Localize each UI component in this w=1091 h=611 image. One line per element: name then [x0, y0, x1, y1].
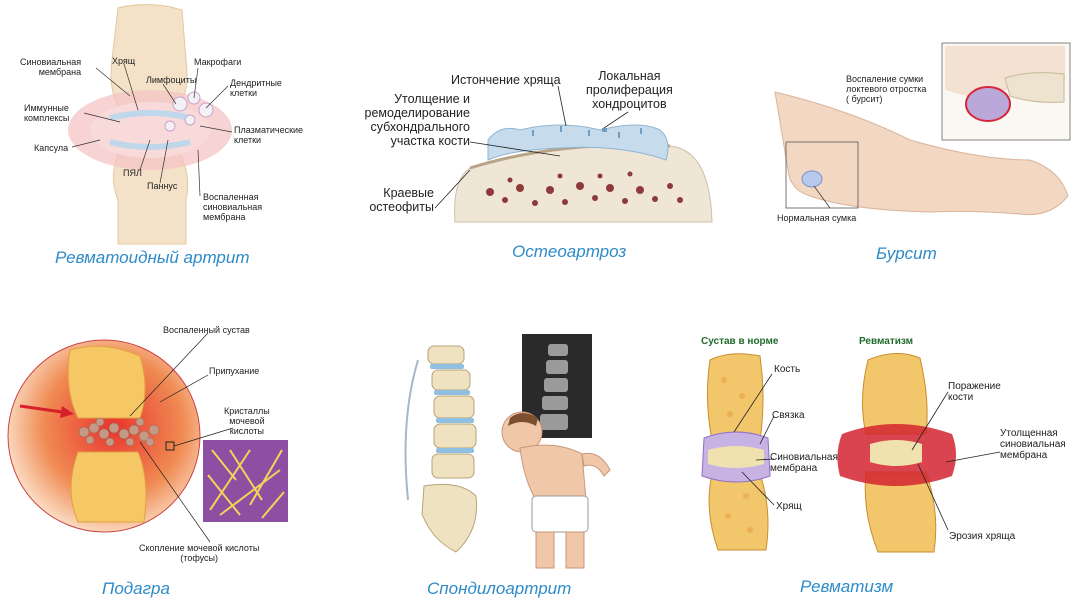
- rheumatoid-arthritis-illustration: [68, 3, 233, 245]
- bursitis-label-normal-bursa: Нормальная сумка: [777, 213, 857, 223]
- caption-osteoarthrosis: Остеоартроз: [512, 242, 627, 261]
- bursitis-label-inflamed-bursa: Воспаление сумки локтевого отростка ( бу…: [846, 74, 927, 104]
- caption-rheumatism: Ревматизм: [800, 577, 894, 596]
- ra-label-macrophages: Макрофаги: [194, 57, 242, 67]
- spondyloarthritis-illustration: [404, 334, 611, 569]
- ra-label-lymphocytes: Лимфоциты: [146, 75, 197, 85]
- rheum-label-cartilage-erosion: Эрозия хряща: [949, 531, 1016, 542]
- oa-label-subchondral-thickening: Утолщение и ремоделирование субхондральн…: [364, 92, 470, 148]
- ra-label-pannus: Паннус: [147, 181, 178, 191]
- panel-spondyloarthritis: Спондилоартрит: [360, 300, 690, 611]
- ra-label-pyal: ПЯЛ: [123, 168, 142, 178]
- caption-gout: Подагра: [102, 579, 170, 598]
- panel-bursitis: Воспаление сумки локтевого отростка ( бу…: [730, 0, 1091, 280]
- oa-label-marginal-osteophytes: Краевые остеофиты: [369, 186, 434, 214]
- ra-label-synovial-membrane: Синовиальная мембрана: [20, 57, 82, 77]
- oa-label-cartilage-thinning: Истончение хряща: [451, 73, 561, 87]
- bursitis-illustration: [774, 42, 1071, 216]
- gout-label-inflamed-joint: Воспаленный сустав: [163, 325, 250, 335]
- ra-label-dendritic-cells: Дендритные клетки: [230, 78, 282, 98]
- rheum-title-rheumatism: Ревматизм: [859, 336, 913, 347]
- ra-label-cartilage: Хрящ: [112, 56, 136, 66]
- rheum-label-thick-synovial: Утолщенная синовиальная мембрана: [1000, 428, 1066, 461]
- gout-label-tophi: Скопление мочевой кислоты (тофусы): [139, 543, 260, 563]
- panel-rheumatism: Сустав в норме Ревматизм Кость Связка Си…: [690, 300, 1091, 611]
- rheum-label-cartilage: Хрящ: [776, 501, 802, 512]
- gout-label-swelling: Припухание: [209, 366, 260, 376]
- caption-rheumatoid-arthritis: Ревматоидный артрит: [55, 248, 250, 267]
- ra-label-immune-complexes: Иммунные комплексы: [24, 103, 70, 123]
- rheum-title-normal: Сустав в норме: [701, 336, 779, 347]
- rheum-label-bone-damage: Поражение кости: [948, 381, 1001, 403]
- osteoarthrosis-illustration: [434, 85, 713, 223]
- ra-label-plasma-cells: Плазматические клетки: [234, 125, 304, 145]
- rheum-label-ligament: Связка: [772, 410, 805, 421]
- oa-label-chondrocyte-proliferation: Локальная пролиферация хондроцитов: [586, 69, 673, 111]
- gout-label-uric-crystals: Кристаллы мочевой кислоты: [224, 406, 270, 436]
- panel-osteoarthrosis: Истончение хряща Локальная пролиферация …: [360, 0, 730, 280]
- caption-spondyloarthritis: Спондилоартрит: [427, 579, 572, 598]
- gout-illustration: [7, 332, 288, 543]
- rheum-label-synovial-membrane: Синовиальная мембрана: [770, 452, 838, 474]
- rheum-label-bone: Кость: [774, 364, 801, 375]
- ra-label-inflamed-synovial: Воспаленная синовиальная мембрана: [203, 192, 263, 222]
- panel-gout: Воспаленный сустав Припухание Кристаллы …: [0, 300, 360, 611]
- panel-rheumatoid-arthritis: Синовиальная мембрана Хрящ Иммунные комп…: [0, 0, 360, 280]
- caption-bursitis: Бурсит: [876, 244, 937, 263]
- rheumatism-illustration: [701, 353, 1001, 553]
- ra-label-capsule: Капсула: [34, 143, 69, 153]
